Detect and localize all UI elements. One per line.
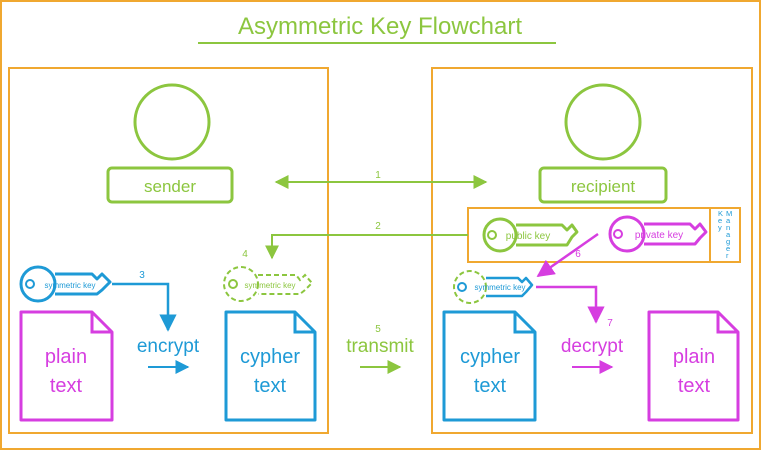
recipient-panel — [431, 67, 753, 434]
sender-person-icon — [106, 83, 234, 204]
encrypt-label: encrypt — [137, 336, 200, 357]
km-letter: r — [726, 251, 729, 260]
private-key-label: private key — [635, 230, 683, 241]
doc-fold — [716, 312, 738, 334]
cypher-text-recipient-line1: cypher — [460, 346, 520, 368]
km-letter: e — [718, 216, 722, 225]
step-1-label: 1 — [375, 170, 381, 181]
transmit-label: transmit — [346, 336, 414, 357]
private-key-icon — [608, 215, 708, 253]
symmetric-key-ghost-label: symmetric key — [244, 281, 295, 290]
plain-text-sender-line1: plain — [45, 346, 87, 368]
km-letter: a — [726, 230, 731, 239]
cypher-text-sender-doc — [224, 310, 317, 422]
cypher-text-recipient-doc — [442, 310, 537, 422]
plain-text-recipient-line2: text — [678, 375, 711, 397]
symmetric-key-recipient-label: symmetric key — [474, 283, 525, 292]
symmetric-key-sender-icon — [19, 265, 112, 303]
step-6-arrow — [536, 232, 599, 278]
step-2-arrow — [265, 234, 468, 260]
cypher-text-sender-line2: text — [254, 375, 287, 397]
step-4-label: 4 — [242, 249, 248, 260]
decrypt-label: decrypt — [561, 336, 624, 357]
step-5-label: 5 — [375, 324, 381, 335]
symmetric-key-ghost-icon — [223, 266, 314, 302]
plain-text-sender-doc — [19, 310, 114, 422]
km-letter: y — [718, 223, 722, 232]
step-7-arrow — [536, 285, 605, 324]
plain-text-recipient-line1: plain — [673, 346, 715, 368]
sender-label: sender — [144, 177, 196, 196]
step-2-label: 2 — [375, 221, 381, 232]
km-letter: a — [726, 216, 731, 225]
public-key-label: public key — [506, 231, 550, 242]
km-letter: M — [726, 209, 732, 218]
plain-text-sender-line2: text — [50, 375, 83, 397]
cypher-text-sender-line1: cypher — [240, 346, 300, 368]
key-manager-label: K e y M a n a g e r — [718, 209, 732, 260]
step-7-label: 7 — [607, 318, 613, 329]
diagram-title: Asymmetric Key Flowchart — [238, 13, 522, 40]
public-key-icon — [482, 217, 579, 253]
km-letter: n — [726, 223, 730, 232]
symmetric-key-recipient-icon — [453, 270, 534, 304]
step-3-label: 3 — [139, 270, 145, 281]
km-letter: e — [726, 244, 730, 253]
step-6-label: 6 — [575, 249, 581, 260]
symmetric-key-sender-label: symmetric key — [44, 281, 95, 290]
doc-fold — [90, 312, 112, 334]
recipient-label: recipient — [571, 177, 636, 196]
km-letter: K — [718, 209, 723, 218]
doc-fold — [513, 312, 535, 334]
cypher-text-recipient-line2: text — [474, 375, 507, 397]
recipient-person-icon — [538, 83, 668, 204]
step-3-arrow — [112, 282, 177, 332]
km-letter: g — [726, 237, 730, 246]
plain-text-recipient-doc — [647, 310, 740, 422]
doc-fold — [293, 312, 315, 334]
sender-panel — [8, 67, 329, 434]
